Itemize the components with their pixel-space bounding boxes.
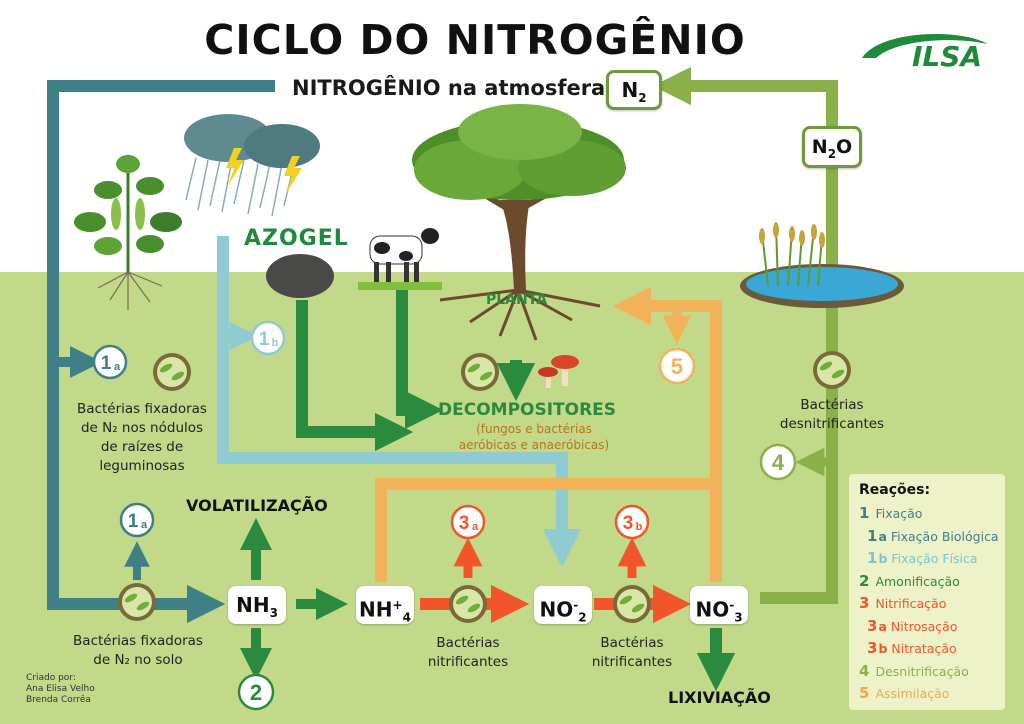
legend-number: 1 [859,504,870,522]
bacteria-icon [153,353,191,391]
legend-item: 1 Fixação [859,504,922,522]
denitrification-arrow [652,66,838,604]
legend-subletter: b [878,551,888,566]
legend-text: Fixação Biológica [890,528,999,544]
fixadoras-nodulos-text: Bactérias fixadoras de N₂ nos nódulos de… [77,401,207,474]
bacteria-icon [813,351,851,389]
legend-text: Desnitrificação [875,663,969,679]
nh3-box: NH3 [228,586,286,624]
azogel-logo: AZOGEL [244,226,349,251]
legend-number: 3 [859,594,870,612]
svg-text:b: b [272,337,279,349]
svg-text:5: 5 [671,354,683,379]
nh4-box: NH+4 [356,586,414,625]
nitrificantes-text-2: Bactérias nitrificantes [591,635,673,670]
badge-3b: 3 b [614,504,650,540]
no2-box: NO-2 [534,586,592,625]
decompositores-sub2: aeróbicas e anaeróbicas) [458,438,610,452]
bacteria-icon [118,583,156,621]
svg-text:1: 1 [259,329,270,350]
legend-number: 3 [867,639,878,657]
svg-text:a: a [472,521,479,533]
n2o-box: N2O [802,126,862,168]
n2-box: N2 [606,70,662,110]
cow-to-decomp-arrow [396,286,444,430]
badge-2: 2 [237,673,275,711]
legend-text: Nitratação [891,641,957,656]
azogel-pile [266,254,334,298]
legend-text: Fixação [875,506,923,521]
svg-text:1: 1 [101,353,112,374]
legend-text: Assimilação [875,686,950,701]
desnitrificantes-text: Bactérias desnitrificantes [779,397,885,432]
legend-text: Nitrosação [890,618,958,634]
storm-cloud-icon [184,114,320,217]
no3-box: NO-3 [690,586,748,625]
legend-item: 3 Nitrificação [859,594,946,612]
legend-number: 1 [867,526,878,545]
cow-icon [358,228,442,290]
svg-text:a: a [114,361,121,373]
legend-title: Reações: [859,482,931,498]
svg-text:1: 1 [128,511,139,532]
volatilizacao-label: VOLATILIZAÇÃO [186,496,328,515]
credits: Criado por: Ana Elisa Velho Brenda Corrê… [26,673,95,705]
svg-text:b: b [636,521,643,533]
legend-item: 2 Amonificação [859,572,960,590]
mushroom-icon [538,355,579,388]
badge-3a: 3 a [450,504,486,540]
page-title: CICLO DO NITROGÊNIO [204,16,746,64]
legend-subletter: a [878,618,887,634]
legend-subletter: b [878,641,888,656]
legume-plant-illustration [74,155,182,310]
decompositores-label: DECOMPOSITORES [438,400,617,420]
decompositores-sub1: (fungos e bactérias [476,422,592,436]
ilsa-logo [862,33,988,58]
atmosphere-label: NITROGÊNIO na atmosfera [292,76,606,100]
bacteria-icon [461,353,499,391]
badge-4: 4 [759,443,797,481]
fixadoras-solo-text: Bactérias fixadoras de N₂ no solo [73,633,203,668]
nitrificantes-text-1: Bactérias nitrificantes [427,635,509,670]
planta-label: PLANTA [486,292,548,308]
svg-text:3: 3 [623,513,634,534]
svg-text:2: 2 [250,680,262,705]
badge-5: 5 [658,347,696,385]
bacteria-icon [449,585,487,623]
legend-number: 5 [859,684,870,702]
ilsa-brand-text: ILSA [912,40,983,73]
svg-text:a: a [141,519,148,531]
legend-text: Amonificação [875,573,960,589]
legend-number: 2 [859,571,870,590]
legend-number: 4 [859,661,870,680]
legend-text: Fixação Física [891,551,978,566]
legend-number: 1 [867,549,878,567]
tree-illustration [412,104,626,341]
physical-fixation-arrow [217,236,582,568]
pond-illustration [740,222,904,308]
badge-1a-top: 1 a [92,344,128,380]
svg-text:4: 4 [772,450,785,475]
azogel-to-decomp-arrow [296,300,414,452]
badge-1a-bottom: 1 a [119,502,155,538]
legend-text: Nitrificação [875,596,947,611]
svg-text:3: 3 [459,513,470,534]
legend-item: 5 Assimilação [859,684,949,702]
lixiviacao-label: LIXIVIAÇÃO [668,688,771,707]
legend-subletter: a [878,528,887,544]
bacteria-icon [613,585,651,623]
legend-item: 4 Desnitrificação [859,662,969,680]
badge-1b: 1 b [250,320,286,356]
legend-number: 3 [867,616,878,635]
